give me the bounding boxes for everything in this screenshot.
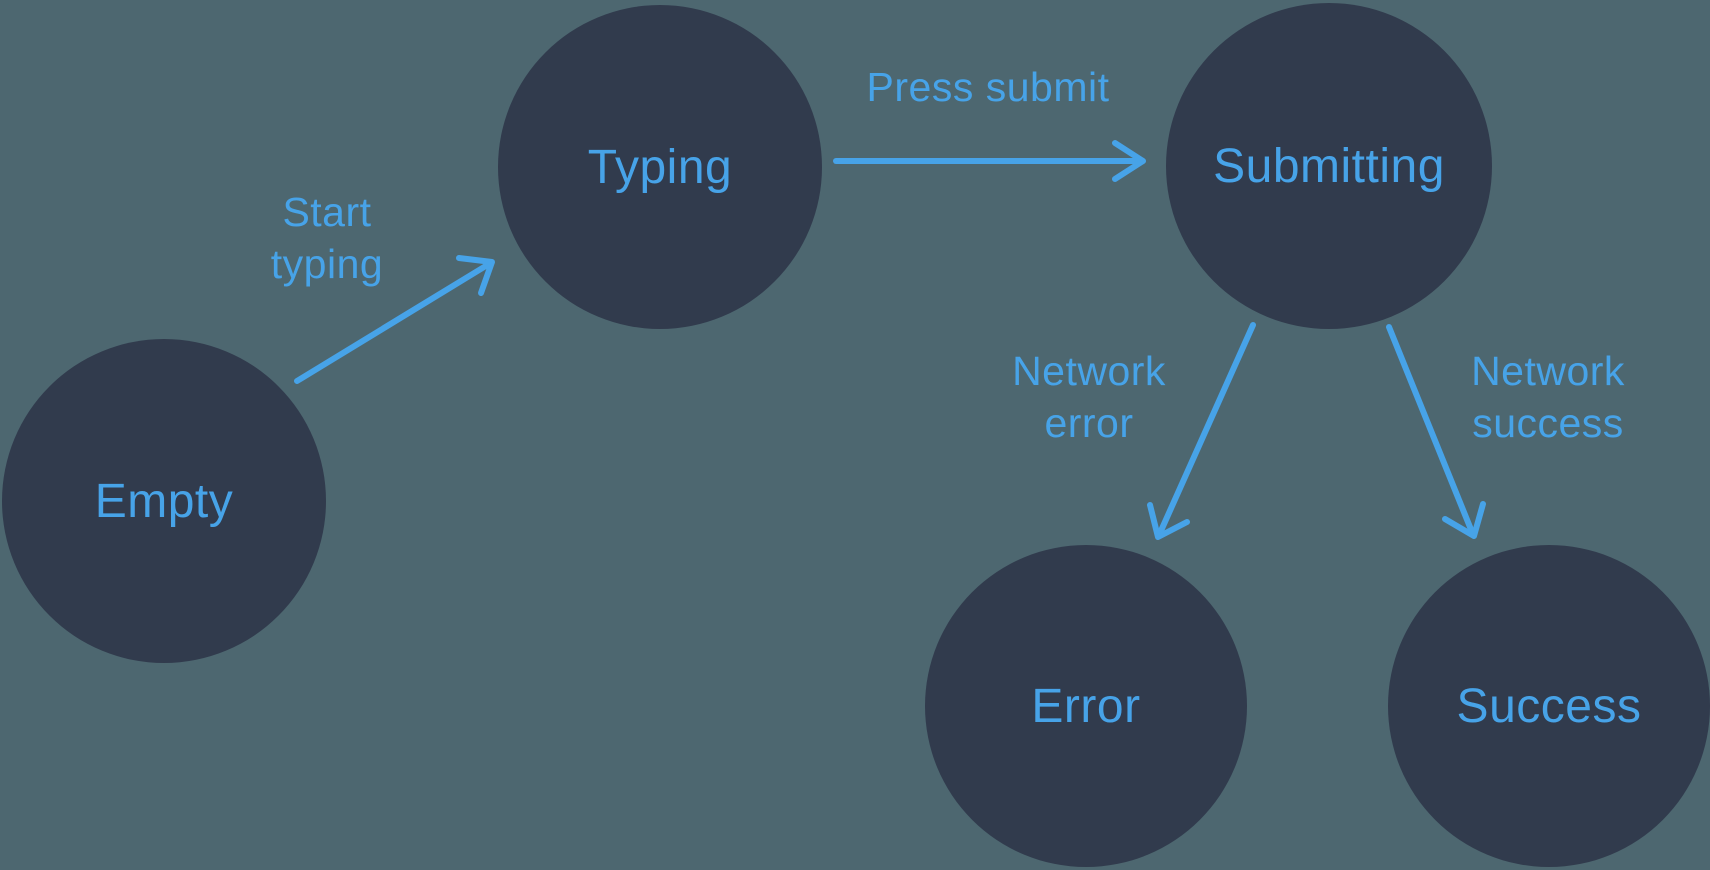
state-label-typing: Typing (587, 140, 733, 194)
arrowhead-network-success-icon (1442, 501, 1486, 539)
state-node-empty: Empty (2, 339, 326, 663)
transition-label-line: typing (270, 241, 384, 287)
transition-line-network-success (1386, 324, 1475, 535)
state-node-success: Success (1388, 545, 1710, 867)
state-node-typing: Typing (498, 5, 822, 329)
transition-line-start-typing (294, 261, 492, 384)
state-label-empty: Empty (94, 474, 234, 528)
transition-label-line: Start (282, 189, 372, 235)
transition-label-line: Network (1012, 348, 1166, 394)
arrowhead-start-typing-icon (456, 255, 495, 296)
state-node-error: Error (925, 545, 1247, 867)
transition-line-network-error (1157, 322, 1256, 536)
arrowhead-network-error-icon (1147, 502, 1190, 540)
state-label-error: Error (1031, 679, 1141, 733)
transition-label-line: success (1472, 400, 1624, 446)
transition-label-network-error: Network error (1012, 345, 1166, 449)
transition-label-line: error (1044, 400, 1134, 446)
state-node-submitting: Submitting (1166, 3, 1492, 329)
transition-label-network-success: Network success (1471, 345, 1625, 449)
arrowhead-press-submit-icon (1112, 140, 1146, 182)
transition-label-line: Press submit (866, 64, 1110, 110)
state-label-submitting: Submitting (1213, 139, 1445, 193)
transition-label-line: Network (1471, 348, 1625, 394)
transition-label-press-submit: Press submit (867, 61, 1110, 113)
transition-label-start-typing: Start typing (271, 186, 383, 290)
state-label-success: Success (1456, 679, 1642, 733)
